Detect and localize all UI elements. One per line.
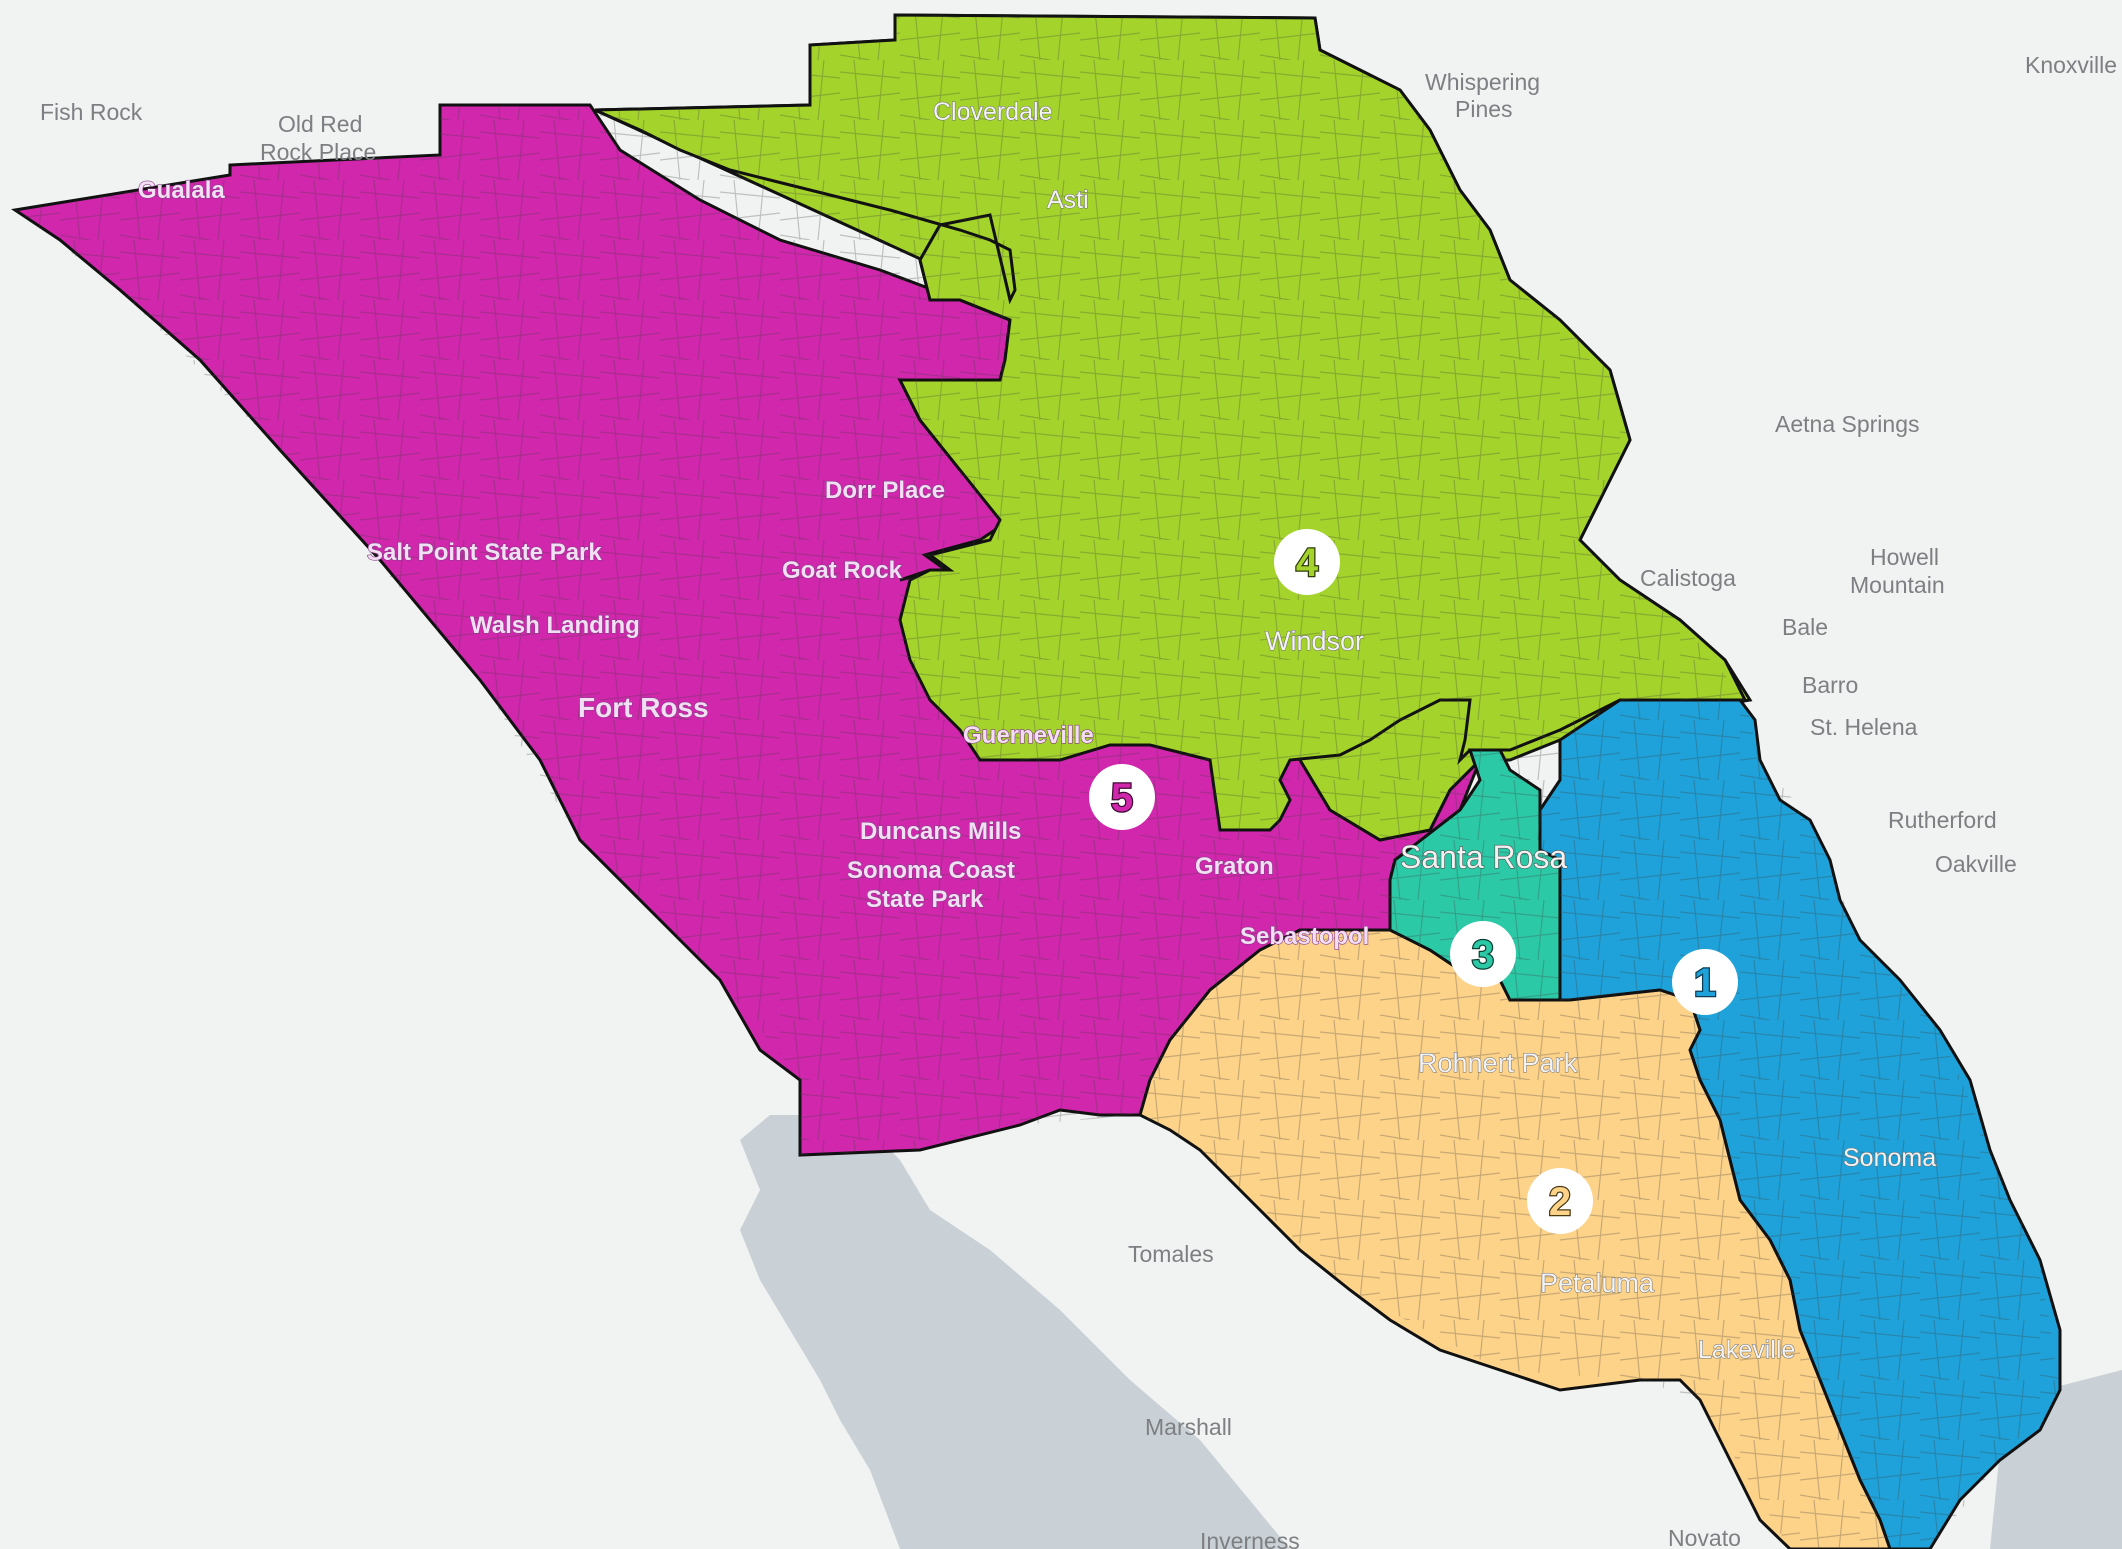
tomales-bay [1030,1300,1220,1549]
label-fort-ross: Fort Ross [578,692,709,723]
label-marshall: Marshall [1145,1414,1232,1440]
label-lakeville: Lakeville [1698,1336,1795,1364]
label-salt-point: Salt Point State Park [367,539,602,566]
label-inverness: Inverness [1200,1528,1300,1549]
label-rohnert-park: Rohnert Park [1418,1048,1578,1078]
label-sonoma-coast-1: Sonoma Coast [847,857,1015,884]
district-1-marker[interactable]: 1 [1672,949,1738,1015]
label-barro: Barro [1802,672,1858,698]
district-3-number: 3 [1472,933,1494,977]
district-4-number: 4 [1296,541,1319,585]
label-whispering-pines-1: Whispering [1425,69,1540,95]
label-santa-rosa: Santa Rosa [1400,839,1567,875]
county-labels: Gualala Cloverdale Asti Dorr Place Salt … [137,98,1936,1365]
label-knoxville: Knoxville [2025,52,2117,78]
label-cloverdale: Cloverdale [933,98,1053,126]
label-calistoga: Calistoga [1640,565,1736,591]
label-old-red-rock-1: Old Red [278,111,362,137]
label-sonoma-coast-2: State Park [866,886,984,913]
label-duncans-mills: Duncans Mills [860,818,1021,845]
road-texture [15,15,2060,1549]
label-whispering-pines-2: Pines [1455,96,1513,122]
district-4-marker[interactable]: 4 [1274,529,1340,595]
label-oakville: Oakville [1935,851,2017,877]
label-howell-mountain-1: Howell [1870,544,1939,570]
label-graton: Graton [1195,853,1274,880]
label-goat-rock: Goat Rock [782,557,903,584]
district-1-number: 1 [1694,961,1716,1005]
district-3-marker[interactable]: 3 [1450,921,1516,987]
district-2-number: 2 [1549,1180,1571,1224]
label-howell-mountain-2: Mountain [1850,572,1945,598]
label-dorr-place: Dorr Place [825,477,945,504]
district-2-marker[interactable]: 2 [1527,1168,1593,1234]
label-walsh-landing: Walsh Landing [470,612,640,639]
basemap-labels: Fish Rock Old Red Rock Place Whispering … [40,52,2117,1549]
district-2-badge[interactable] [1527,1168,1593,1234]
label-gualala: Gualala [138,177,225,204]
label-bale: Bale [1782,614,1828,640]
district-5-number: 5 [1111,776,1133,820]
district-4-badge[interactable] [1274,529,1340,595]
label-tomales: Tomales [1128,1241,1214,1267]
district-5-badge[interactable] [1089,764,1155,830]
label-fish-rock: Fish Rock [40,99,143,125]
label-st-helena: St. Helena [1810,714,1918,740]
label-sonoma: Sonoma [1843,1144,1936,1172]
label-rutherford: Rutherford [1888,807,1997,833]
label-guerneville: Guerneville [963,722,1094,749]
district-3-badge[interactable] [1450,921,1516,987]
label-petaluma: Petaluma [1540,1268,1655,1298]
label-novato: Novato [1668,1525,1741,1549]
label-aetna-springs: Aetna Springs [1775,411,1919,437]
label-asti: Asti [1047,186,1089,214]
district-5-marker[interactable]: 5 [1089,764,1155,830]
label-sebastopol: Sebastopol [1240,923,1369,950]
label-old-red-rock-2: Rock Place [260,139,376,165]
label-windsor: Windsor [1265,626,1364,656]
district-1-badge[interactable] [1672,949,1738,1015]
